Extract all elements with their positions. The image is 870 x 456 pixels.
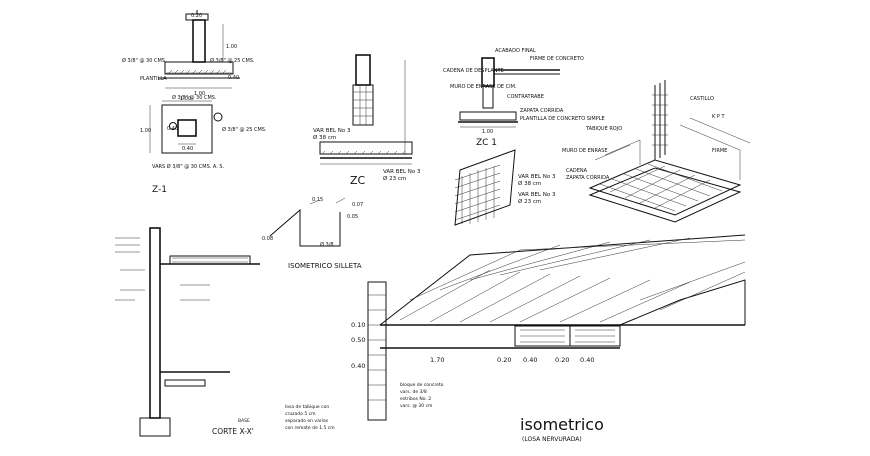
zc1-muro: MURO DE ENRASE DE CIM. [450, 84, 517, 90]
zc-section: VAR BEL No 3 Ø 38 cm VAR BEL No 3 Ø 23 c… [313, 54, 421, 187]
silleta-d4: 0.08 [262, 236, 273, 242]
losa-bottom-dim-3: 0.40 [580, 356, 594, 364]
castillo-label: CASTILLO [690, 96, 714, 102]
zc1-zapata: ZAPATA CORRIDA [520, 108, 564, 114]
z1-col-h: 0.40 [167, 126, 178, 132]
z1-dim-side: 0.20 [191, 13, 202, 19]
silleta-d1: 0.15 [312, 197, 323, 203]
zc1-bar1b: Ø 38 cm [518, 180, 541, 187]
z1-plantilla: PLANTILLA [140, 76, 167, 82]
losa-bottom-dim-1: 0.40 [523, 356, 537, 364]
losa-note-mid-3: vars. @ 30 cm [400, 403, 432, 409]
losa-note-mid-0: bloque de concreto [400, 382, 444, 388]
zc-bar2b: Ø 23 cm [383, 175, 406, 182]
corte-title: CORTE X-X' [212, 427, 254, 436]
castillo-zapata: ZAPATA CORRIDA [566, 175, 610, 181]
zc1-title: ZC 1 [476, 138, 497, 148]
z1-footing-section: 1.00 0.20 Ø 3/8" @ 30 CMS. Ø 3/8" @ 25 C… [122, 10, 255, 97]
zc-bar1b: Ø 38 cm [313, 134, 336, 141]
z1-title: Z-1 [152, 185, 167, 195]
losa-dim-2: 0.40 [351, 362, 365, 370]
losa-dim-1: 0.50 [351, 336, 365, 344]
losa-note-mid-2: estribos No. 2 [400, 396, 431, 402]
z1-plan-bar-b: Ø 3/8" @ 25 CMS. [222, 126, 267, 133]
svg-text:0.40: 0.40 [228, 75, 239, 81]
losa-note-left-0: losa de tabique con [285, 404, 329, 410]
silleta-d3: 0.05 [347, 214, 358, 220]
losa-note-left-1: cruzado 5 cm [285, 411, 316, 417]
losa-note-mid-1: vars. de 3/8 [400, 389, 427, 395]
z1-footing-plan: 1.00 1.00 0.40 0.40 Ø 3/8" @ 30 CMS. Ø 3… [140, 94, 267, 195]
z1-plan-bar-a: Ø 3/8" @ 30 CMS. [172, 94, 217, 101]
losa-note-left-2: separado en varias [285, 418, 329, 424]
losa-nervurada-isometric: 0.10 0.50 0.40 1.70 0.20 0.40 0.20 0.40 … [285, 234, 746, 443]
z1-base: 1.00 [194, 91, 205, 97]
zc1-rebar-grid: VAR BEL No 3 Ø 38 cm VAR BEL No 3 Ø 23 c… [454, 149, 556, 226]
zc1-section: ACABADO FINAL FIRME DE CONCRETO CADENA D… [443, 48, 605, 148]
z1-bar-b: Ø 3/8" @ 25 CMS. [210, 57, 255, 64]
losa-title: isometrico [520, 415, 604, 434]
castillo-muro: MURO DE ENRASE [562, 148, 608, 154]
losa-note-left-3: con remate de 1.5 cm [285, 425, 335, 431]
corte-xx-section: CORTE X-X' BASE [115, 227, 260, 437]
z1-dim-top: 1.00 [226, 44, 237, 50]
castillo-kpt: K P T [712, 114, 725, 120]
castillo-cadena: CADENA [566, 168, 588, 174]
zc1-bar2b: Ø 23 cm [518, 198, 541, 205]
losa-wall [367, 281, 387, 421]
z1-bar-a: Ø 3/8" @ 30 CMS. [122, 57, 167, 64]
zc-title: ZC [350, 174, 366, 187]
zc1-firme: FIRME DE CONCRETO [530, 56, 584, 62]
zc1-bar2: VAR BEL No 3 [518, 192, 556, 198]
castillo-isometric: CASTILLO K P T TABIQUE ROJO FIRME MURO D… [562, 80, 751, 223]
zc1-bar1: VAR BEL No 3 [518, 174, 556, 180]
zc1-cadena: CADENA DE DESPLANTE [443, 68, 504, 74]
zc1-plantilla: PLANTILLA DE CONCRETO SIMPLE [520, 116, 605, 122]
silleta-d2: 0.07 [352, 202, 363, 208]
zc1-acabado: ACABADO FINAL [495, 48, 536, 54]
corte-note: BASE [238, 418, 250, 424]
z1-note: VARS Ø 3/8" @ 30 CMS. A. S. [152, 163, 225, 170]
silleta-isometric: 0.15 0.07 0.05 0.08 Ø 3/8 ISOMETRICO SIL… [262, 197, 363, 270]
silleta-title: ISOMETRICO SILLETA [288, 262, 362, 270]
z1-plan-height: 1.00 [140, 128, 151, 134]
castillo-tabique: TABIQUE ROJO [585, 126, 622, 132]
losa-span: 1.70 [430, 356, 444, 364]
losa-bottom-dim-2: 0.20 [555, 356, 569, 364]
zc1-contratrabe: CONTRATRABE [507, 94, 544, 100]
zc1-dim: 1.00 [482, 129, 493, 135]
z1-col: 0.40 [182, 146, 193, 152]
losa-dim-0: 0.10 [351, 321, 365, 329]
zc-bar1: VAR BEL No 3 [313, 128, 351, 134]
castillo-firme: FIRME [712, 148, 727, 154]
silleta-note: Ø 3/8 [320, 241, 334, 248]
z1-plan-width: 1.00 [180, 96, 191, 102]
losa-bottom-dim-0: 0.20 [497, 356, 511, 364]
losa-subtitle: (LOSA NERVURADA) [522, 436, 582, 443]
zc-bar2: VAR BEL No 3 [383, 169, 421, 175]
